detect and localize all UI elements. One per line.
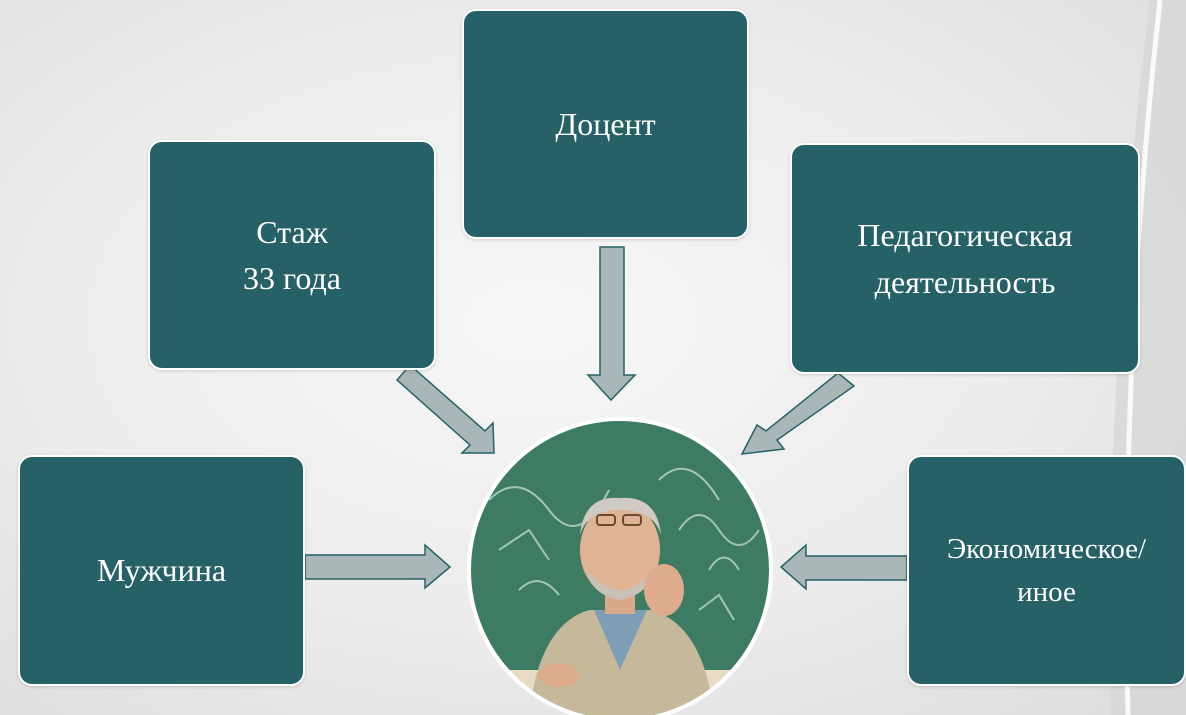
box-econ-line2: иное — [1017, 575, 1076, 608]
box-stazh: Стаж 33 года — [148, 140, 436, 370]
box-pedagog-line1: Педагогическая — [857, 217, 1073, 254]
box-man-label: Мужчина — [96, 552, 227, 589]
box-econ-line1: Экономическое/ — [946, 533, 1147, 566]
box-econ: Экономическое/ иное — [907, 455, 1186, 686]
lecturer-photo — [467, 417, 773, 715]
box-stazh-line1: Стаж — [256, 213, 328, 250]
box-stazh-line2: 33 года — [243, 260, 341, 296]
arrow-pedagog — [740, 372, 856, 455]
box-docent: Доцент — [462, 9, 749, 239]
arrow-econ — [779, 543, 908, 591]
box-man: Мужчина — [18, 455, 305, 686]
arrow-man — [304, 543, 452, 590]
arrow-stazh — [395, 363, 495, 454]
box-pedagog-line2: деятельность — [874, 263, 1056, 300]
arrow-docent — [586, 246, 637, 402]
box-pedagog: Педагогическая деятельность — [790, 143, 1140, 374]
box-docent-label: Доцент — [555, 105, 656, 142]
